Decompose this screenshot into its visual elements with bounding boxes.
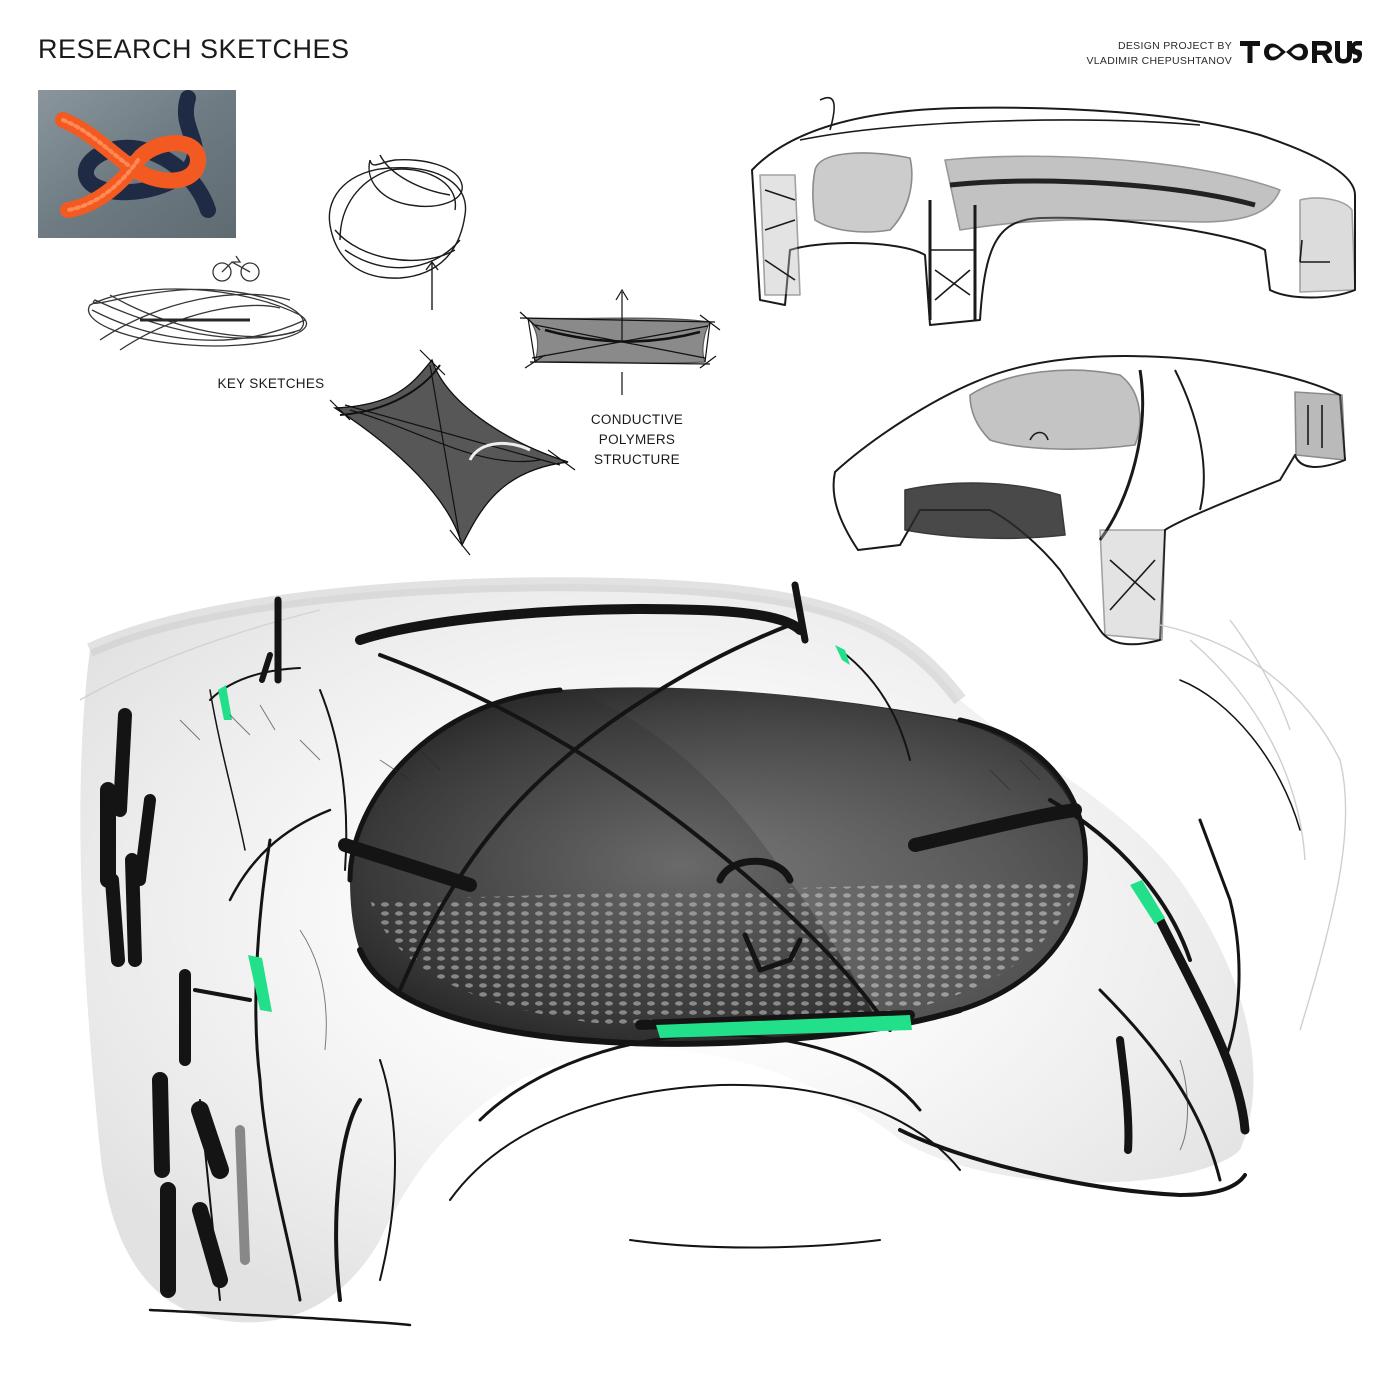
conductive-polymers-line-2: POLYMERS	[598, 432, 676, 447]
credit-line-2: VLADIMIR CHEPUSHTANOV	[1086, 55, 1232, 67]
key-sketch-torus	[328, 154, 467, 310]
key-sketch-loops	[87, 255, 308, 351]
key-sketch-star	[329, 349, 576, 556]
conductive-polymers-line-1: CONDUCTIVE	[590, 412, 684, 427]
car-sketch-side	[751, 96, 1356, 326]
conductive-polymers-line-3: STRUCTURE	[594, 452, 680, 467]
car-sketch-perspective	[832, 355, 1346, 646]
torus-logo	[1240, 41, 1362, 64]
designer-credit: DESIGN PROJECT BY VLADIMIR CHEPUSHTANOV	[1086, 39, 1232, 69]
key-sketches-label: KEY SKETCHES	[217, 376, 325, 391]
conductive-polymers-label: CONDUCTIVE POLYMERS STRUCTURE	[572, 410, 702, 470]
accent-lights	[218, 645, 1165, 1038]
rope-knot-photo	[38, 90, 236, 238]
credit-line-1: DESIGN PROJECT BY	[1117, 40, 1232, 52]
key-sketch-polymer	[519, 288, 721, 395]
hero-car-sketch	[80, 577, 1301, 1327]
page-title: RESEARCH SKETCHES	[38, 34, 350, 64]
